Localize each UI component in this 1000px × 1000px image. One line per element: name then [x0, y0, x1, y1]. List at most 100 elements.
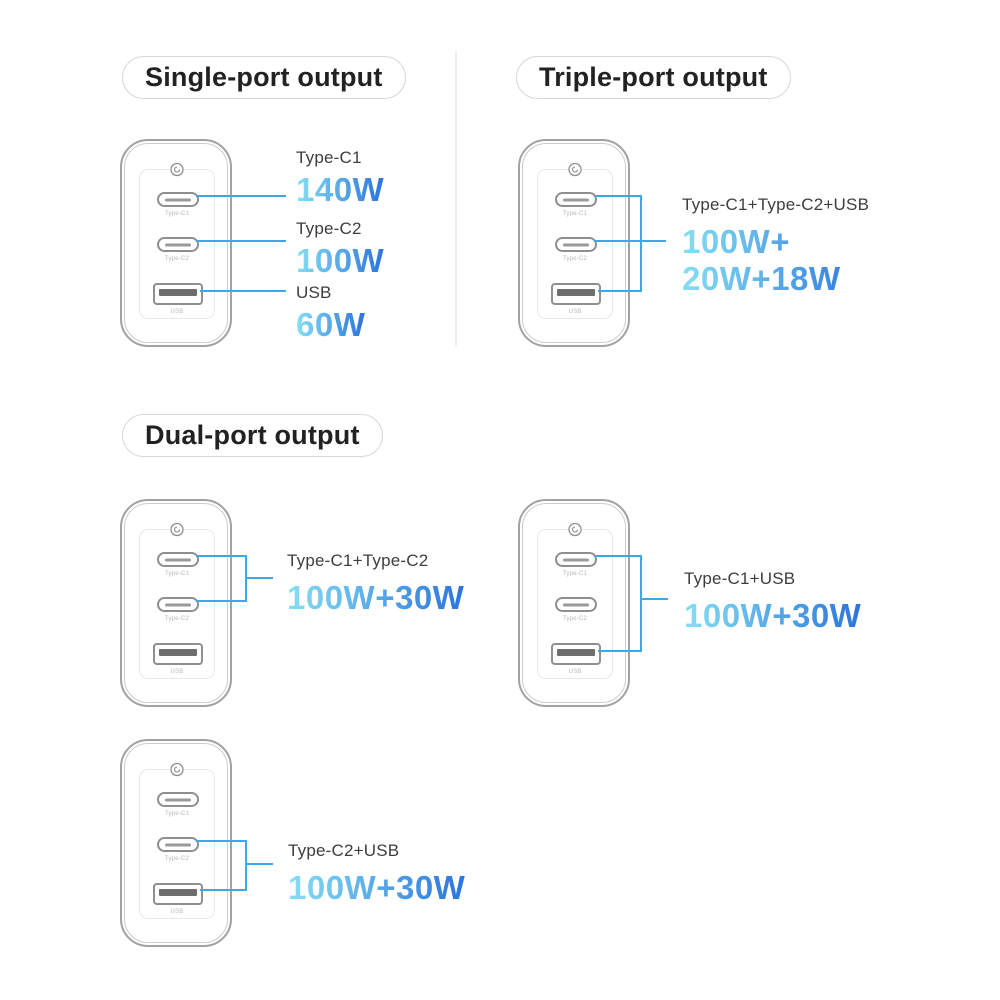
connector-line-type-c2	[196, 240, 286, 242]
type-c1-port-label: Type-C1	[164, 211, 190, 217]
usb-port-label: USB	[170, 669, 184, 675]
bracket-vertical-line	[640, 555, 642, 652]
usb-port	[551, 643, 601, 665]
type-c-pin	[165, 798, 191, 801]
single-row-type-c2: Type-C2 100W	[296, 219, 384, 279]
type-c1-port	[555, 552, 597, 567]
dual-c1-usb-power: 100W+30W	[684, 597, 862, 634]
type-c2-port-label: Type-C2	[164, 616, 190, 622]
charger-body-outline	[124, 743, 228, 943]
connector-line-type-c1	[196, 195, 286, 197]
type-c1-port-label: Type-C1	[164, 811, 190, 817]
type-c-pin	[165, 198, 191, 201]
single-row-type-c2-power: 100W	[296, 242, 385, 279]
dual-c1-c2-label: Type-C1+Type-C2	[287, 551, 429, 570]
charger-dual-c1-c2: Type-C1 Type-C2 USB	[120, 499, 232, 707]
bracket-line-type-c1	[594, 555, 642, 557]
dual-c2-usb-label: Type-C2+USB	[288, 841, 400, 860]
charger-dual-c1-usb: Type-C1 Type-C2 USB	[518, 499, 630, 707]
type-c-pin	[165, 603, 191, 606]
charger-triple-port: Type-C1 Type-C2 USB	[518, 139, 630, 347]
type-c-pin	[563, 558, 589, 561]
single-row-type-c2-label: Type-C2	[296, 219, 362, 238]
single-row-type-c1-label: Type-C1	[296, 148, 362, 167]
charger-faceplate: Type-C1 Type-C2 USB	[139, 522, 215, 679]
usb-pin	[159, 289, 197, 296]
type-c-pin	[165, 243, 191, 246]
section-divider	[455, 52, 457, 346]
bracket-line-type-c2	[594, 240, 666, 242]
charger-faceplate: Type-C1 Type-C2 USB	[139, 762, 215, 919]
bracket-vertical-line	[245, 840, 247, 891]
type-c2-port-label: Type-C2	[164, 256, 190, 262]
dual-c2-usb-power: 100W+30W	[288, 869, 466, 906]
type-c1-port	[157, 792, 199, 807]
type-c1-port-label: Type-C1	[164, 571, 190, 577]
bracket-pointer-line	[245, 577, 273, 579]
usb-port-label: USB	[568, 309, 582, 315]
bracket-vertical-line	[640, 195, 642, 292]
bracket-pointer-line	[245, 863, 273, 865]
dual-c1-c2-block: Type-C1+Type-C2 100W+30W	[287, 551, 464, 616]
single-row-usb: USB 60W	[296, 283, 365, 343]
brand-logo-icon	[169, 522, 185, 537]
charger-faceplate: Type-C1 Type-C2 USB	[537, 522, 613, 679]
type-c2-port	[157, 837, 199, 852]
usb-port-label: USB	[170, 309, 184, 315]
triple-power-line1: 100W+	[682, 223, 869, 260]
charger-body-outline	[124, 503, 228, 703]
type-c1-port-label: Type-C1	[562, 211, 588, 217]
type-c-pin	[165, 843, 191, 846]
bracket-line-usb	[598, 290, 642, 292]
type-c1-port	[555, 192, 597, 207]
triple-port-section-title: Triple-port output	[516, 56, 791, 99]
type-c2-port	[555, 237, 597, 252]
bracket-line-type-c1	[196, 555, 247, 557]
bracket-line-usb	[200, 889, 247, 891]
type-c2-port-label: Type-C2	[562, 256, 588, 262]
single-row-type-c1-power: 140W	[296, 171, 385, 208]
single-port-section-title: Single-port output	[122, 56, 406, 99]
triple-power-line2: 20W+18W	[682, 260, 869, 297]
dual-c1-usb-block: Type-C1+USB 100W+30W	[684, 569, 861, 634]
single-row-type-c1: Type-C1 140W	[296, 148, 384, 208]
type-c2-port-label: Type-C2	[164, 856, 190, 862]
connector-line-usb	[200, 290, 286, 292]
type-c2-port	[157, 237, 199, 252]
charger-dual-c2-usb: Type-C1 Type-C2 USB	[120, 739, 232, 947]
type-c-pin	[165, 558, 191, 561]
charger-body-outline	[124, 143, 228, 343]
type-c2-port	[157, 597, 199, 612]
type-c-pin	[563, 198, 589, 201]
dual-c1-c2-power: 100W+30W	[287, 579, 465, 616]
usb-port	[153, 283, 203, 305]
dual-c1-usb-label: Type-C1+USB	[684, 569, 796, 588]
bracket-line-usb	[598, 650, 642, 652]
dual-port-section-title: Dual-port output	[122, 414, 383, 457]
dual-c2-usb-block: Type-C2+USB 100W+30W	[288, 841, 465, 906]
brand-logo-icon	[169, 162, 185, 177]
usb-pin	[557, 289, 595, 296]
charger-faceplate: Type-C1 Type-C2 USB	[139, 162, 215, 319]
charger-faceplate: Type-C1 Type-C2 USB	[537, 162, 613, 319]
brand-logo-icon	[567, 162, 583, 177]
charger-body-outline	[522, 143, 626, 343]
brand-logo-icon	[567, 522, 583, 537]
usb-pin	[557, 649, 595, 656]
usb-port-label: USB	[568, 669, 582, 675]
triple-combo-label: Type-C1+Type-C2+USB	[682, 195, 870, 214]
charger-single-port: Type-C1 Type-C2 USB	[120, 139, 232, 347]
usb-port	[551, 283, 601, 305]
bracket-line-type-c2	[196, 600, 247, 602]
usb-port	[153, 643, 203, 665]
charger-body-outline	[522, 503, 626, 703]
type-c1-port-label: Type-C1	[562, 571, 588, 577]
type-c-pin	[563, 603, 589, 606]
type-c1-port	[157, 192, 199, 207]
usb-pin	[159, 649, 197, 656]
type-c-pin	[563, 243, 589, 246]
triple-combo-block: Type-C1+Type-C2+USB 100W+ 20W+18W	[682, 195, 869, 297]
type-c2-port	[555, 597, 597, 612]
usb-port	[153, 883, 203, 905]
